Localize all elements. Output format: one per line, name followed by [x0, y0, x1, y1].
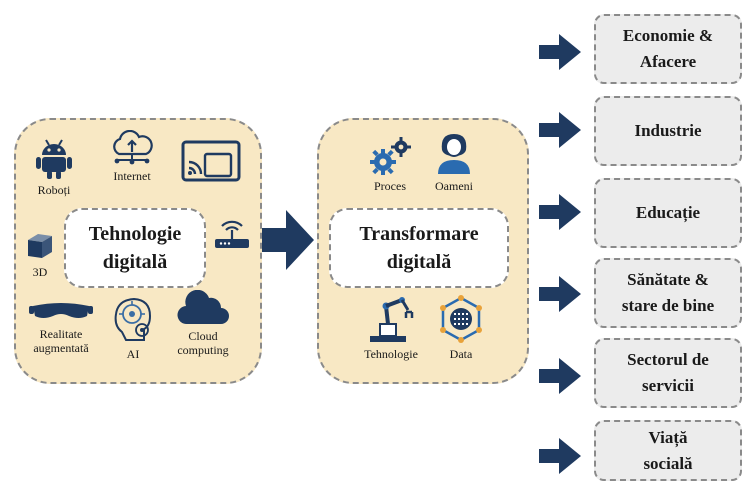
digital-technology-title-line2: digitală	[102, 251, 168, 273]
digital-transformation-title-line1: Transformare	[359, 223, 479, 245]
sector-education: Educație	[594, 178, 742, 248]
sector-health-line2: stare de bine	[621, 296, 715, 315]
cloud-item: Cloud computing	[166, 290, 240, 357]
sector-economy-line2: Afacere	[639, 52, 697, 71]
data-item: Data	[435, 294, 487, 361]
robot-arm-icon	[370, 297, 414, 342]
robots-item: Roboți	[32, 138, 76, 197]
internet-label: Internet	[113, 169, 151, 183]
sector-education-line1: Educație	[635, 203, 701, 222]
internet-item: Internet	[104, 130, 160, 183]
wifi-router-icon	[215, 220, 249, 248]
screencast-item	[180, 140, 244, 187]
ar-label-line2: augmentată	[33, 341, 89, 355]
sector-social-line2: socială	[643, 453, 693, 473]
arrow-social-icon	[539, 438, 581, 474]
vr-headset-icon	[29, 303, 93, 318]
arrow-services-icon	[539, 358, 581, 394]
gears-icon	[370, 137, 411, 175]
digital-transformation-title-line2: digitală	[386, 251, 452, 273]
digital-technology-title: Tehnologie digitală	[64, 208, 206, 288]
ai-label: AI	[126, 347, 140, 361]
tehnologie-item: Tehnologie	[355, 294, 427, 361]
person-icon	[438, 134, 470, 174]
sector-services-line2: servicii	[642, 376, 694, 395]
router-item	[212, 216, 252, 253]
cloud-label-line1: Cloud	[188, 329, 218, 343]
3d-item: 3D	[22, 230, 58, 279]
cloud-upload-icon	[113, 130, 153, 165]
sector-health: Sănătate & stare de bine	[594, 258, 742, 328]
cloud-icon	[177, 290, 229, 325]
arrow-economy-icon	[539, 34, 581, 70]
ai-item: AI	[108, 296, 158, 361]
arrow-health-icon	[539, 276, 581, 312]
sector-industry-line1: Industrie	[634, 121, 702, 140]
digital-technology-panel: Roboți Internet 3D	[14, 118, 262, 384]
digital-transformation-title: Transformare digitală	[329, 208, 509, 288]
android-robot-icon	[36, 139, 72, 179]
arrow-education-icon	[539, 194, 581, 230]
cloud-label-line2: computing	[177, 343, 229, 357]
oameni-label: Oameni	[435, 179, 473, 193]
digital-transformation-panel: Proces Oameni Tehnologie	[317, 118, 529, 384]
sector-services: Sectorul de servicii	[594, 338, 742, 408]
cube-icon	[28, 234, 52, 258]
data-label: Data	[449, 347, 473, 361]
sector-economy: Economie & Afacere	[594, 14, 742, 84]
data-network-icon	[440, 295, 482, 343]
ar-item: Realitate augmentată	[22, 298, 100, 355]
sector-social: Viață socială	[594, 420, 742, 481]
sector-health-line1: Sănătate &	[627, 270, 709, 289]
ar-label-line1: Realitate	[39, 327, 83, 341]
3d-label: 3D	[32, 265, 48, 279]
proces-label: Proces	[374, 179, 406, 193]
sector-economy-line1: Economie &	[622, 26, 714, 45]
screencast-icon	[181, 140, 241, 182]
sector-social-line1: Viață	[648, 427, 688, 447]
main-arrow-icon	[262, 210, 314, 270]
tehnologie-label: Tehnologie	[364, 347, 418, 361]
robots-label: Roboți	[37, 183, 71, 197]
ai-head-icon	[114, 297, 152, 341]
digital-technology-title-line1: Tehnologie	[88, 223, 182, 245]
sector-services-line1: Sectorul de	[627, 350, 709, 369]
proces-item: Proces	[363, 136, 417, 193]
oameni-item: Oameni	[429, 132, 479, 193]
arrow-industry-icon	[539, 112, 581, 148]
sector-industry: Industrie	[594, 96, 742, 166]
